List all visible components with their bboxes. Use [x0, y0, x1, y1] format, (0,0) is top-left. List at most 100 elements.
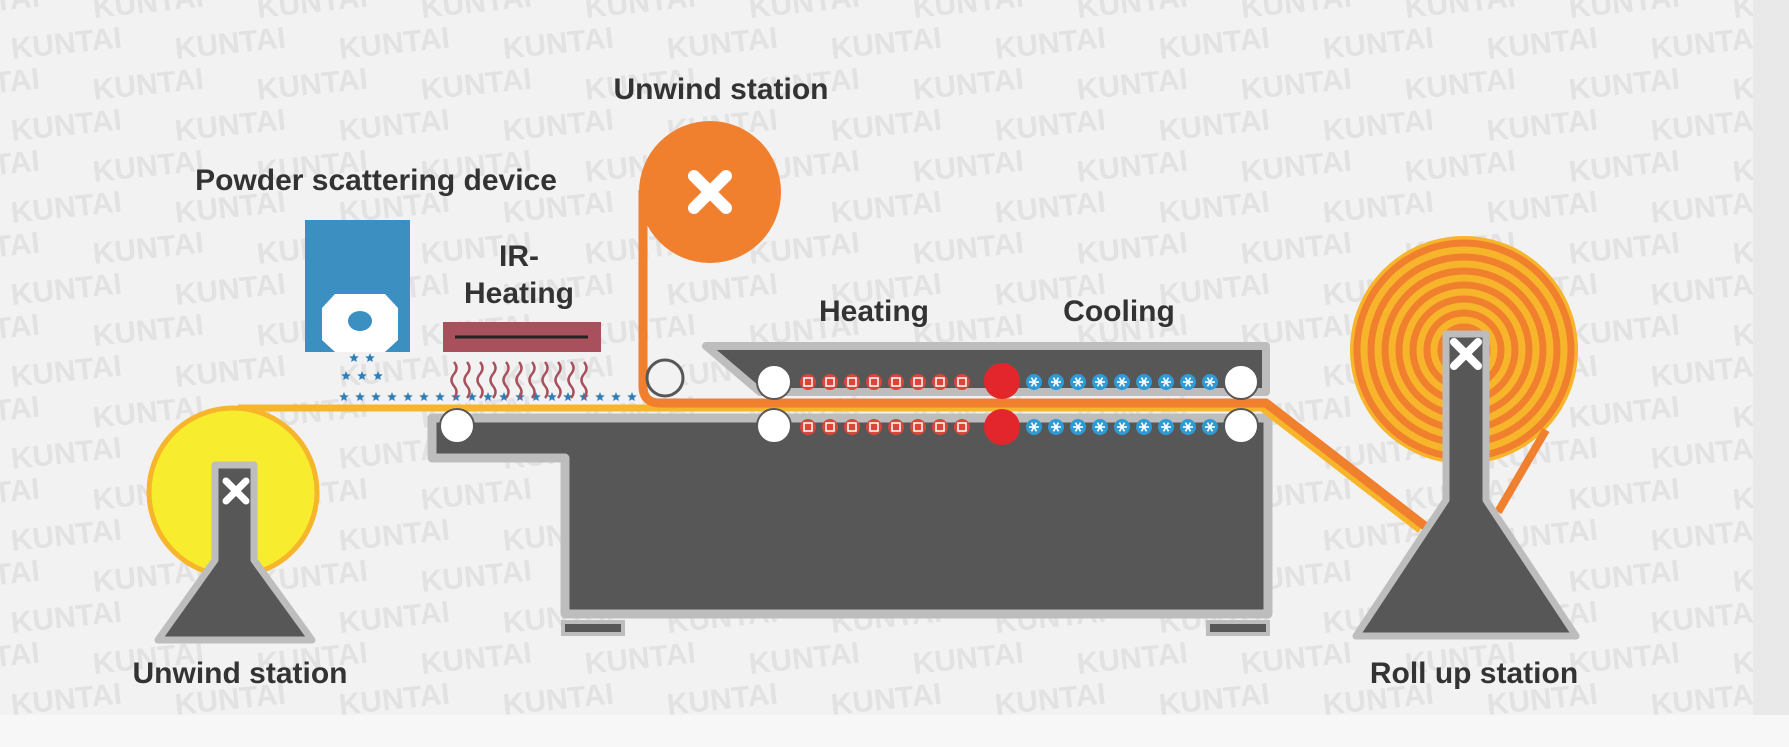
ir-heater	[443, 322, 601, 352]
star-icon	[355, 392, 365, 401]
snowflake-icon	[1070, 419, 1086, 435]
right-edge-strip	[1753, 0, 1789, 747]
star-icon	[371, 392, 381, 401]
heater-icon	[866, 419, 882, 435]
heating-roller-bottom	[756, 408, 792, 444]
snowflake-icon	[1180, 419, 1196, 435]
heater-icon	[910, 374, 926, 390]
nip-roller-top	[984, 363, 1020, 399]
heater-icon	[822, 419, 838, 435]
wind-path	[1494, 427, 1550, 515]
snowflake-icon	[1158, 374, 1174, 390]
star-icon	[349, 353, 359, 362]
cross-icon	[1450, 338, 1482, 370]
heater-icon	[932, 374, 948, 390]
snowflake-icon	[1114, 419, 1130, 435]
cross-icon	[688, 170, 732, 214]
snowflake-icon	[1048, 419, 1064, 435]
machine-foot-left	[561, 620, 625, 636]
fabric-path-orange	[638, 190, 1433, 534]
unwind-station-top	[639, 121, 781, 263]
label-heating: Heating	[819, 295, 929, 328]
heat-wave	[476, 361, 484, 399]
guide-roller	[645, 358, 685, 398]
heat-wave	[489, 361, 497, 399]
bottom-band	[0, 715, 1789, 747]
nip-roller-bottom	[984, 409, 1020, 445]
star-icon	[387, 392, 397, 401]
star-icon	[563, 392, 573, 401]
machine-foot-right	[1206, 620, 1270, 636]
star-icon	[419, 392, 429, 401]
press-rollers	[439, 363, 1259, 445]
snowflake-icon	[1026, 419, 1042, 435]
snowflake-icon	[1092, 374, 1108, 390]
heater-icon	[954, 374, 970, 390]
label-unwind-station-bottom: Unwind station	[133, 657, 348, 690]
heat-wave	[554, 361, 562, 399]
heat-wave	[528, 361, 536, 399]
cooling-elements	[1026, 374, 1218, 435]
snowflake-icon	[1114, 374, 1130, 390]
label-ir-heating-line1: IR-	[499, 240, 539, 273]
star-icon	[627, 392, 637, 401]
snowflake-icon	[1026, 374, 1042, 390]
heater-icon	[932, 419, 948, 435]
label-unwind-station-top: Unwind station	[614, 73, 829, 106]
star-icon	[403, 392, 413, 401]
star-icon	[499, 392, 509, 401]
heater-icon	[910, 419, 926, 435]
star-icon	[435, 392, 445, 401]
star-icon	[531, 392, 541, 401]
heat-wave	[463, 361, 471, 399]
film-path-yellow	[238, 404, 1423, 533]
heater-icon	[888, 419, 904, 435]
label-roll-up-station: Roll up station	[1370, 657, 1578, 690]
heat-wave	[580, 361, 588, 399]
heater-icon	[888, 374, 904, 390]
star-icon	[595, 392, 605, 401]
heater-icon	[866, 374, 882, 390]
heater-icon	[800, 419, 816, 435]
star-icon	[357, 371, 367, 380]
rollup-stand	[1352, 330, 1580, 640]
cooling-roller-top	[1223, 364, 1259, 400]
star-icon	[373, 371, 383, 380]
star-icon	[483, 392, 493, 401]
heater-icon	[800, 374, 816, 390]
machine-base	[427, 413, 1273, 619]
star-icon	[611, 392, 621, 401]
snowflake-icon	[1158, 419, 1174, 435]
heat-wave	[515, 361, 523, 399]
heating-roller-top	[756, 364, 792, 400]
label-ir-heating-line2: Heating	[464, 277, 574, 310]
infeed-roller	[439, 408, 475, 444]
label-cooling: Cooling	[1063, 295, 1175, 328]
heat-wave	[502, 361, 510, 399]
heat-wave	[450, 361, 458, 399]
heater-icon	[844, 374, 860, 390]
cross-icon	[222, 477, 250, 505]
star-icon	[365, 353, 375, 362]
snowflake-icon	[1180, 374, 1196, 390]
heater-icon	[954, 419, 970, 435]
heater-icon	[844, 419, 860, 435]
snowflake-icon	[1202, 419, 1218, 435]
heating-elements	[800, 374, 970, 435]
ir-heat-waves	[450, 361, 588, 399]
heat-wave	[541, 361, 549, 399]
snowflake-icon	[1070, 374, 1086, 390]
label-powder-scattering-device: Powder scattering device	[195, 164, 557, 197]
heater-icon	[822, 374, 838, 390]
snowflake-icon	[1136, 374, 1152, 390]
snowflake-icon	[1136, 419, 1152, 435]
star-icon	[467, 392, 477, 401]
heat-wave	[567, 361, 575, 399]
star-icon	[341, 371, 351, 380]
snowflake-icon	[1048, 374, 1064, 390]
powder-particles	[339, 353, 637, 401]
powder-scattering-device	[305, 220, 410, 352]
cooling-roller-bottom	[1223, 408, 1259, 444]
